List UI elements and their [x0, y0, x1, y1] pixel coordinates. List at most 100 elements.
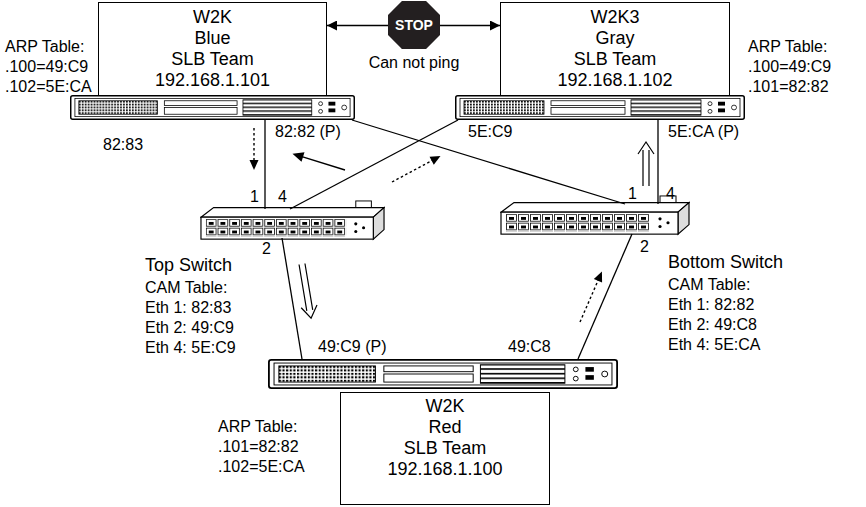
server-box: W2KRedSLB Team192.168.1.100 — [340, 392, 550, 505]
label-anchor: CAM Table: — [145, 279, 227, 297]
label-text: 2 — [262, 240, 271, 258]
node-text: 192.168.1.101 — [155, 70, 270, 91]
double-arrow — [294, 263, 319, 320]
label-anchor: CAM Table: — [668, 276, 750, 294]
label-anchor: 4 — [666, 185, 675, 203]
label-text: .101=82:82 — [218, 438, 299, 456]
cable — [578, 234, 632, 359]
server-box: W2K3GraySLB Team192.168.1.102 — [500, 2, 730, 96]
server-chassis — [456, 96, 745, 120]
label-anchor: .101=82:82 — [218, 438, 299, 456]
label-anchor: ARP Table: — [5, 38, 84, 56]
label-text: Bottom Switch — [668, 253, 783, 271]
label-anchor: Eth 1: 82:82 — [668, 296, 754, 314]
label-text: 49:C9 (P) — [318, 338, 386, 356]
connector-arrow — [440, 25, 500, 27]
label-text: .100=49:C9 — [5, 58, 88, 76]
solid-arrow — [291, 149, 346, 175]
label-text: CAM Table: — [668, 276, 750, 294]
label-anchor: 82:82 (P) — [275, 123, 341, 141]
label-anchor: 4 — [278, 188, 287, 206]
cable — [282, 238, 302, 359]
label-text: .102=5E:CA — [218, 458, 305, 476]
label-text: Eth 2: 49:C8 — [668, 316, 757, 334]
dotted-arrow — [390, 152, 443, 186]
label-anchor: .102=5E:CA — [5, 78, 92, 96]
label-text: 5E:CA (P) — [668, 123, 739, 141]
switch-symbol — [501, 196, 689, 234]
label-text: 1 — [250, 188, 259, 206]
label-text: .100=49:C9 — [748, 58, 831, 76]
node-text: W2K — [193, 7, 232, 28]
label-text: .102=5E:CA — [5, 78, 92, 96]
label-text: CAM Table: — [145, 279, 227, 297]
label-text: 82:83 — [103, 136, 143, 154]
label-anchor: 2 — [640, 238, 649, 256]
label-anchor: 1 — [250, 188, 259, 206]
node-text: 192.168.1.100 — [387, 459, 502, 480]
label-anchor: Eth 4: 5E:CA — [668, 336, 761, 354]
label-text: Top Switch — [145, 256, 232, 274]
label-anchor: .102=5E:CA — [218, 458, 305, 476]
label-text: ARP Table: — [218, 418, 297, 436]
label-anchor: Eth 4: 5E:C9 — [145, 339, 236, 357]
connector-arrow — [327, 25, 388, 27]
label-text: 49:C8 — [508, 338, 551, 356]
label-text: 4 — [666, 185, 675, 203]
label-text: 4 — [278, 188, 287, 206]
label-text: 5E:C9 — [468, 123, 512, 141]
label-text: Eth 1: 82:83 — [145, 299, 231, 317]
label-anchor: .100=49:C9 — [748, 58, 831, 76]
node-text: 192.168.1.102 — [557, 70, 672, 91]
label-text: ARP Table: — [748, 38, 827, 56]
server-chassis — [269, 360, 617, 388]
label-anchor: ARP Table: — [218, 418, 297, 436]
octagon-fill — [388, 1, 440, 49]
dotted-arrow — [250, 128, 259, 170]
label-anchor: .100=49:C9 — [5, 58, 88, 76]
node-text: Gray — [595, 28, 634, 49]
dotted-arrow — [576, 270, 606, 324]
label-text: 1 — [628, 185, 637, 203]
label-text: Eth 4: 5E:CA — [668, 336, 761, 354]
label-text: ARP Table: — [5, 38, 84, 56]
cable — [657, 120, 658, 204]
label-text: 82:82 (P) — [275, 123, 341, 141]
stop-sign: STOP — [388, 1, 440, 49]
label-anchor: Eth 1: 82:83 — [145, 299, 231, 317]
node-text: Red — [428, 417, 461, 438]
label-text: .101=82:82 — [748, 78, 829, 96]
label-text: 2 — [640, 238, 649, 256]
cable — [352, 120, 625, 204]
label-anchor: .101=82:82 — [748, 78, 829, 96]
network-cables — [265, 120, 658, 359]
switch-symbol — [201, 201, 384, 239]
label-anchor: 5E:CA (P) — [668, 123, 739, 141]
label-anchor: 2 — [262, 240, 271, 258]
label-anchor: 49:C9 (P) — [318, 338, 386, 356]
server-chassis — [71, 96, 355, 120]
label-text: Eth 1: 82:82 — [668, 296, 754, 314]
label-anchor: Can not ping — [369, 54, 460, 72]
label-text: Can not ping — [369, 54, 460, 72]
label-anchor: 49:C8 — [508, 338, 551, 356]
label-anchor: 5E:C9 — [468, 123, 512, 141]
node-text: Blue — [194, 28, 230, 49]
cable — [264, 120, 265, 209]
label-anchor: Top Switch — [145, 256, 232, 274]
label-anchor: Eth 2: 49:C8 — [668, 316, 757, 334]
label-anchor: Bottom Switch — [668, 253, 783, 271]
label-text: Eth 4: 5E:C9 — [145, 339, 236, 357]
double-arrow — [638, 142, 654, 186]
node-text: STOP — [395, 17, 433, 33]
label-anchor: ARP Table: — [748, 38, 827, 56]
label-anchor: 1 — [628, 185, 637, 203]
node-text: W2K3 — [590, 7, 639, 28]
node-text: SLB Team — [404, 438, 487, 459]
node-text: SLB Team — [574, 49, 657, 70]
node-text: SLB Team — [171, 49, 254, 70]
node-text: W2K — [425, 396, 464, 417]
server-box: W2KBlueSLB Team192.168.1.101 — [98, 2, 327, 96]
